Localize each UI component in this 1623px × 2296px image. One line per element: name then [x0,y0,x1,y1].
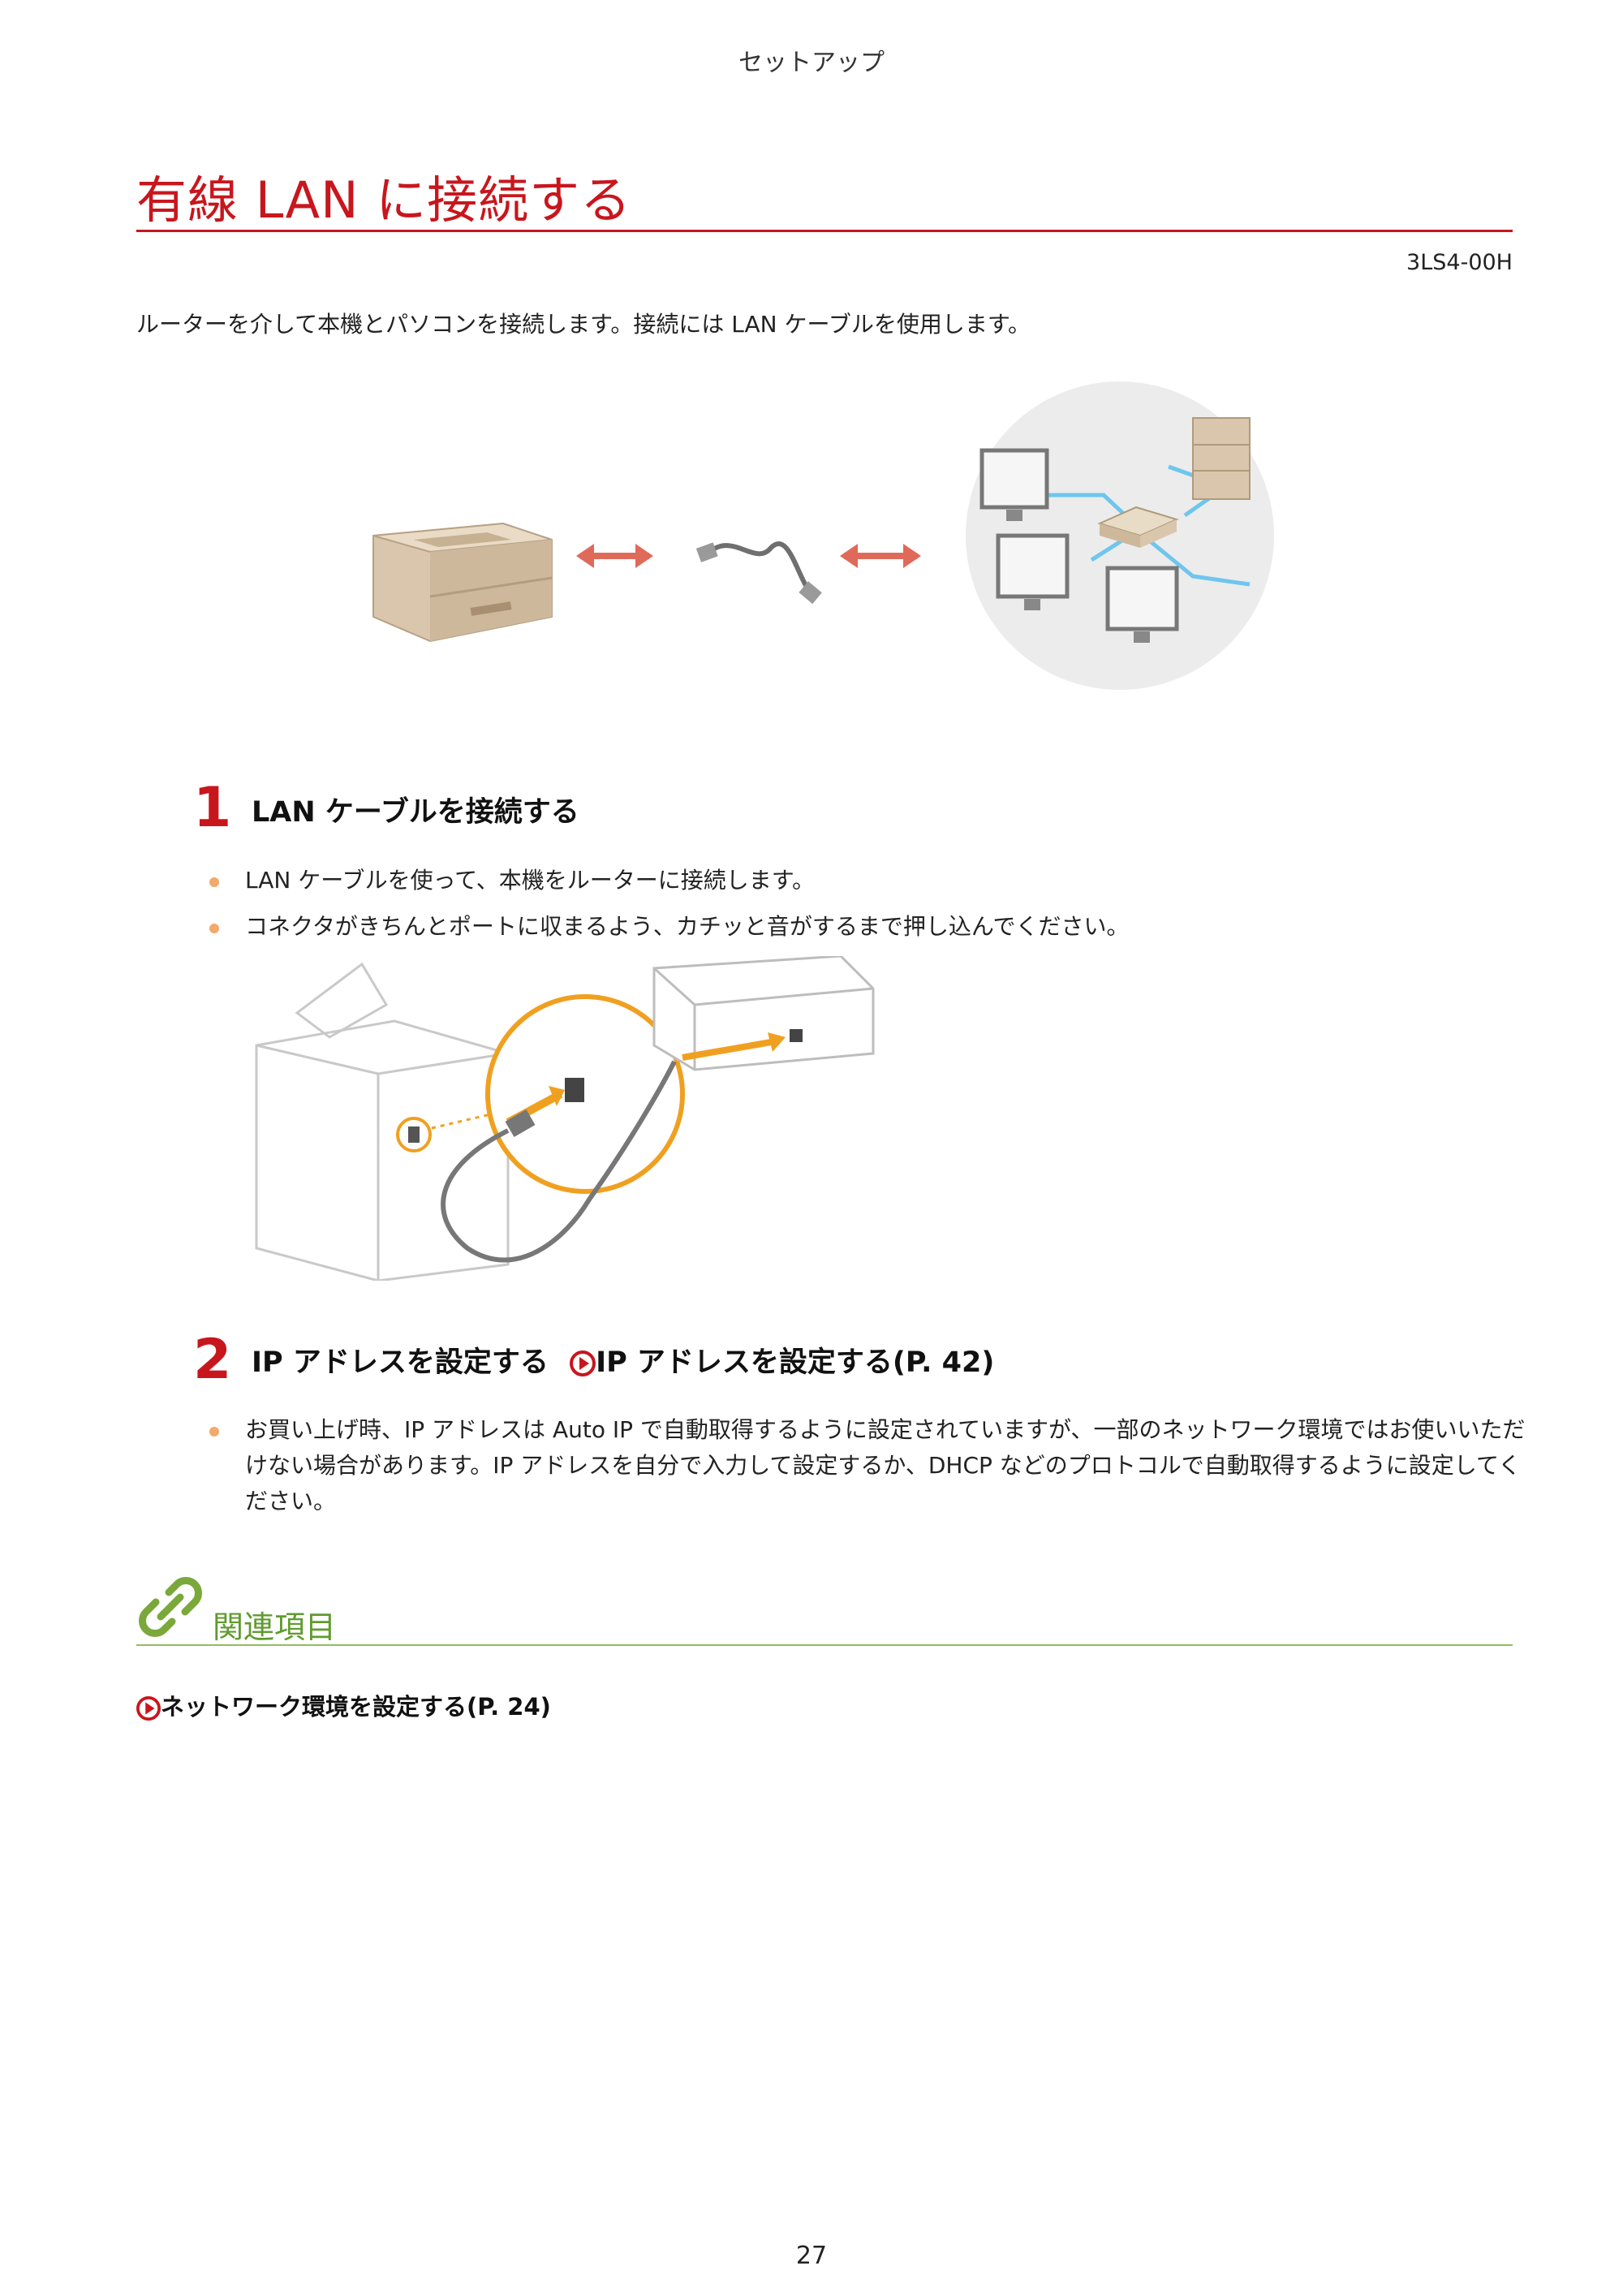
bullet-item: LAN ケーブルを使って、本機をルーターに接続します。 [209,863,815,898]
title-rule [136,230,1513,232]
bullet-dot [209,877,219,887]
router-icon [1097,506,1179,548]
computer-icon [979,448,1049,521]
page-title: 有線 LAN に接続する [136,170,632,230]
link-arrow-icon [136,1696,161,1721]
bullet-item: コネクタがきちんとポートに収まるよう、カチッと音がするまで押し込んでください。 [209,909,1130,945]
related-link-network-settings[interactable]: ネットワーク環境を設定する(P. 24) [136,1688,551,1722]
network-diagram-figure [372,381,1274,690]
lan-port-icon [408,1126,420,1143]
lan-connector [505,1109,536,1138]
bullet-item: お買い上げ時、IP アドレスは Auto IP で自動取得するように設定されてい… [209,1412,1527,1519]
arrow-right-icon [840,544,921,568]
link-arrow-icon [570,1350,596,1376]
step-number: 1 [193,776,232,840]
printer-outline [255,962,510,1281]
intro-paragraph: ルーターを介して本機とパソコンを接続します。接続には LAN ケーブルを使用しま… [136,311,1031,338]
magnified-lan-port [565,1078,584,1102]
step-number: 2 [193,1328,232,1392]
document-id: 3LS4-00H [1406,250,1513,275]
step-title: LAN ケーブルを接続する [252,796,579,829]
lan-cable-icon [695,541,822,605]
computer-icon [1105,566,1179,643]
ip-settings-link[interactable]: IP アドレスを設定する(P. 42) [570,1346,994,1379]
port-highlight-circle [396,1117,432,1152]
chain-link-icon [139,1577,202,1637]
computer-icon [996,533,1070,610]
page-number: 27 [795,2242,828,2270]
arrow-left-icon [576,544,653,568]
lan-cable [441,1060,677,1263]
printer-illustration [372,522,553,643]
router-outline [652,956,875,1071]
server-icon [1192,417,1251,500]
magnified-port-circle [485,994,685,1194]
router-port [790,1029,803,1042]
related-items-heading: 関連項目 [213,1609,337,1645]
bullet-dot [209,1427,219,1437]
step-title: IP アドレスを設定する IP アドレスを設定する(P. 42) [252,1346,995,1379]
cable-connection-figure [255,956,875,1281]
bullet-dot [209,924,219,933]
related-rule [136,1644,1513,1646]
running-header: セットアップ [738,49,885,77]
